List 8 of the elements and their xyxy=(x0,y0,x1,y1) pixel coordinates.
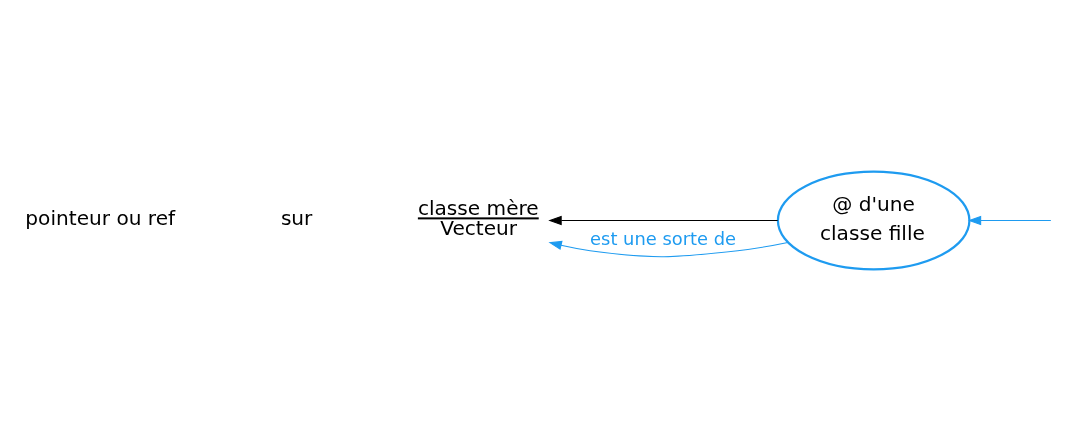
arrow xyxy=(548,240,789,257)
label: pointeur ou ref xyxy=(25,205,176,230)
arrow xyxy=(548,215,779,225)
edge-label: est une sorte de xyxy=(590,227,737,249)
node-ellipse: @ d'une classe fille xyxy=(776,170,971,270)
arrow xyxy=(967,215,1052,225)
node-text: classe mère Vecteur xyxy=(417,195,539,240)
label: sur xyxy=(280,205,313,230)
